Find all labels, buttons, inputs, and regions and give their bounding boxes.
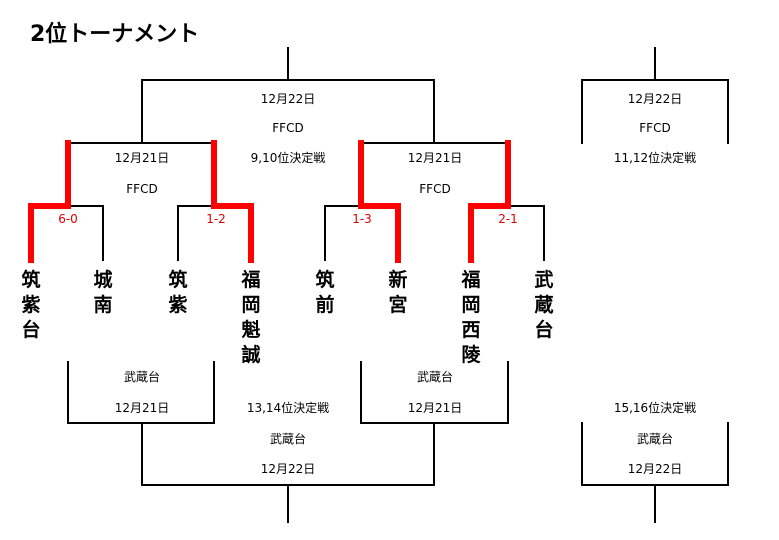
final-venue: FFCD bbox=[272, 121, 304, 135]
team-2: 城南 bbox=[93, 269, 113, 316]
page-title: 2位トーナメント bbox=[30, 22, 200, 47]
team-8: 武蔵台 bbox=[534, 269, 554, 341]
place-15-16-label: 15,16位決定戦 bbox=[613, 401, 697, 415]
bl-right-venue: 武蔵台 bbox=[416, 370, 454, 384]
final-date: 12月22日 bbox=[260, 92, 316, 106]
bl-left-venue: 武蔵台 bbox=[123, 370, 161, 384]
m2-winner-path bbox=[211, 140, 254, 263]
final-bracket bbox=[141, 79, 435, 144]
bl-left-date: 12月21日 bbox=[114, 401, 170, 415]
b11-bracket bbox=[581, 79, 729, 144]
team-5: 筑前 bbox=[315, 269, 335, 316]
m1-winner-path bbox=[28, 140, 71, 263]
team-3: 筑紫 bbox=[168, 269, 188, 316]
right-semi-venue: FFCD bbox=[419, 182, 451, 196]
left-semi-date: 12月21日 bbox=[114, 151, 170, 165]
b15-date: 12月22日 bbox=[627, 462, 683, 476]
bl-right-date: 12月21日 bbox=[407, 401, 463, 415]
place-13-14-label: 13,14位決定戦 bbox=[246, 401, 330, 415]
bl-bottom-venue: 武蔵台 bbox=[269, 432, 307, 446]
m4-winner-path bbox=[468, 140, 511, 263]
score-m4: 2-1 bbox=[498, 212, 518, 226]
team-4: 福岡魁誠 bbox=[241, 269, 261, 366]
b11-venue: FFCD bbox=[639, 121, 671, 135]
score-m3: 1-3 bbox=[352, 212, 372, 226]
m3-winner-path bbox=[358, 140, 401, 263]
m4-loser-branch bbox=[507, 205, 545, 261]
left-semi-venue: FFCD bbox=[126, 182, 158, 196]
bl-bottom-date: 12月22日 bbox=[260, 462, 316, 476]
team-6: 新宮 bbox=[388, 269, 408, 316]
m2-loser-branch bbox=[177, 205, 215, 261]
place-9-10-label: 9,10位決定戦 bbox=[250, 151, 326, 165]
b11-date: 12月22日 bbox=[627, 92, 683, 106]
score-m2: 1-2 bbox=[206, 212, 226, 226]
place-11-12-label: 11,12位決定戦 bbox=[613, 151, 697, 165]
score-m1: 6-0 bbox=[58, 212, 78, 226]
b15-venue: 武蔵台 bbox=[636, 432, 674, 446]
team-1: 筑紫台 bbox=[21, 269, 41, 341]
m3-loser-branch bbox=[324, 205, 362, 261]
m1-loser-branch bbox=[67, 205, 104, 261]
right-semi-date: 12月21日 bbox=[407, 151, 463, 165]
team-7: 福岡西陵 bbox=[461, 269, 481, 366]
